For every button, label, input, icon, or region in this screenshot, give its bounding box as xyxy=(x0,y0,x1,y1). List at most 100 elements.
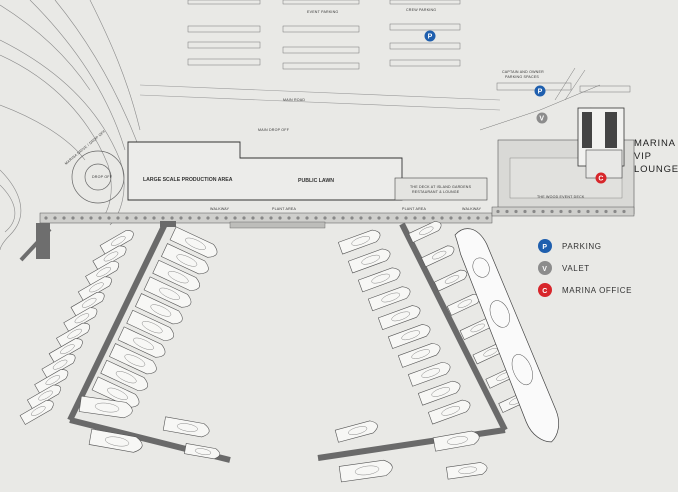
legend-valet-label: VALET xyxy=(562,264,590,273)
drop-off-label: DROP OFF xyxy=(92,175,113,179)
superyacht xyxy=(454,228,559,443)
planter xyxy=(98,216,102,220)
planter xyxy=(559,209,563,214)
svg-text:P: P xyxy=(542,244,547,251)
promenade: WALKWAY PLANT AREA PLANT AREA WALKWAY xyxy=(39,206,635,229)
planter xyxy=(287,216,291,220)
yacht xyxy=(134,293,183,325)
planter xyxy=(476,216,480,220)
walkway-label: WALKWAY xyxy=(210,207,230,211)
planter xyxy=(440,216,444,220)
planter xyxy=(305,216,309,220)
yacht xyxy=(77,276,112,302)
legend-marina-office[interactable]: C MARINA OFFICE xyxy=(538,283,632,297)
event-parking-label: EVENT PARKING xyxy=(307,10,338,14)
planter xyxy=(269,216,273,220)
planter xyxy=(568,209,572,214)
yacht xyxy=(63,307,98,333)
yacht xyxy=(408,221,442,243)
yacht xyxy=(100,359,149,391)
crew-parking-label: CREW PARKING xyxy=(406,8,436,12)
planter xyxy=(350,216,354,220)
planter xyxy=(314,216,318,220)
planter xyxy=(206,216,210,220)
planter xyxy=(377,216,381,220)
planter xyxy=(89,216,93,220)
production-area-building: LARGE SCALE PRODUCTION AREA PUBLIC LAWN xyxy=(127,141,403,201)
planter xyxy=(595,209,599,214)
planter xyxy=(260,216,264,220)
yacht xyxy=(397,343,441,368)
planter xyxy=(179,216,183,220)
yacht xyxy=(387,324,431,349)
deck-label-line2: RESTAURANT & LOUNGE xyxy=(412,190,460,194)
left-dock xyxy=(19,223,52,262)
yacht xyxy=(334,420,378,443)
yacht xyxy=(78,395,133,419)
captain-owner-label: CAPTAIN AND OWNER xyxy=(502,70,544,74)
plant-area-label-2: PLANT AREA xyxy=(402,207,427,211)
map-valet-badge[interactable]: V xyxy=(536,112,548,124)
planter xyxy=(170,216,174,220)
legend-valet[interactable]: V VALET xyxy=(538,261,590,275)
map-marina-office-badge[interactable]: C xyxy=(595,172,607,184)
planter xyxy=(278,216,282,220)
planter xyxy=(359,216,363,220)
planter xyxy=(613,209,617,214)
parking-icon xyxy=(538,239,552,253)
planter xyxy=(251,216,255,220)
public-lawn-label: PUBLIC LAWN xyxy=(298,178,334,184)
svg-text:P: P xyxy=(428,34,433,41)
planter xyxy=(107,216,111,220)
yacht xyxy=(357,267,401,293)
yacht xyxy=(337,229,381,255)
map-parking-badge-2[interactable]: P xyxy=(534,85,546,97)
yacht xyxy=(99,230,134,255)
wood-event-deck-label: THE WOOD EVENT DECK xyxy=(537,195,585,199)
planter xyxy=(134,216,138,220)
planter xyxy=(604,209,608,214)
planter xyxy=(496,209,500,214)
planter xyxy=(62,216,66,220)
planter xyxy=(386,216,390,220)
yacht xyxy=(41,353,76,379)
vip-lounge-label: MARINA VIP LOUNGE xyxy=(634,138,678,175)
planter xyxy=(467,216,471,220)
vip-label-line1: MARINA xyxy=(634,138,676,149)
planter xyxy=(368,216,372,220)
vip-label-line2: VIP xyxy=(634,151,652,162)
yacht xyxy=(34,369,69,395)
production-area-label: LARGE SCALE PRODUCTION AREA xyxy=(143,177,233,183)
svg-text:V: V xyxy=(542,266,547,273)
planter xyxy=(161,216,165,220)
legend-parking[interactable]: P PARKING xyxy=(538,239,602,253)
yacht xyxy=(152,259,201,291)
svg-text:P: P xyxy=(538,89,543,96)
walkway-label-2: WALKWAY xyxy=(462,207,482,211)
yacht xyxy=(160,243,209,275)
planter xyxy=(431,216,435,220)
yacht xyxy=(70,292,105,317)
planter xyxy=(296,216,300,220)
svg-text:C: C xyxy=(542,288,547,295)
planter xyxy=(622,209,626,214)
deck-label-line1: THE DECK AT ISLAND GARDENS xyxy=(410,185,472,189)
planter xyxy=(152,216,156,220)
map-parking-badge-1[interactable]: P xyxy=(424,30,436,42)
planter xyxy=(550,209,554,214)
yacht xyxy=(108,343,157,375)
parking-lots xyxy=(187,0,631,93)
vip-label-line3: LOUNGE xyxy=(634,164,678,175)
yacht xyxy=(421,245,455,268)
main-drop-off-label: MAIN DROP OFF xyxy=(258,128,290,132)
yacht xyxy=(92,245,127,271)
planter xyxy=(197,216,201,220)
yacht xyxy=(432,430,480,452)
planter xyxy=(532,209,536,214)
yacht xyxy=(85,261,120,286)
parking-spaces-label: PARKING SPACES xyxy=(505,75,539,79)
planter xyxy=(323,216,327,220)
planter xyxy=(53,216,57,220)
planter xyxy=(143,216,147,220)
